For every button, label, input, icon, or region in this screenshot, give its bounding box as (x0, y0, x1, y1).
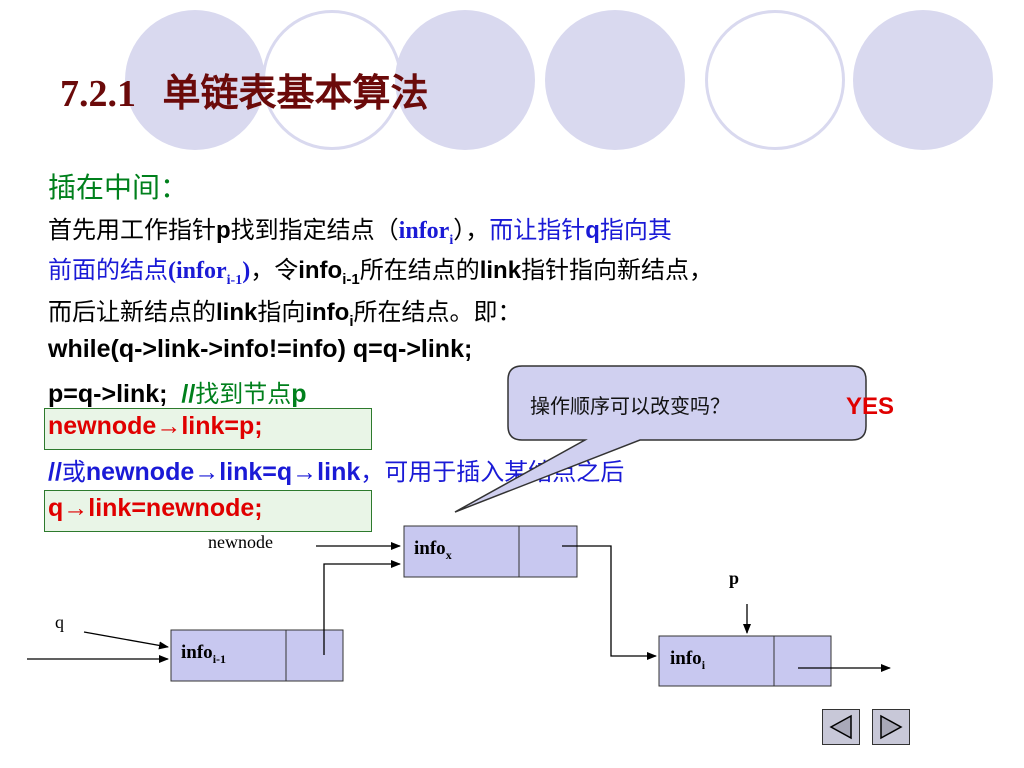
node-prev-info-cell (170, 629, 287, 682)
text-segment: 前面的结点 (48, 256, 168, 284)
prev-to-newnode-arrow (323, 560, 401, 655)
node-prev-link-cell (285, 629, 344, 682)
node-label-text: info (181, 642, 213, 663)
text-segment: 指向 (257, 298, 306, 326)
text-segment: ) (242, 258, 251, 284)
paragraph-line-3: 而后让新结点的link指向infoi所在结点。即： (48, 292, 522, 330)
code-while-line: while(q->link->info!=info) q=q->link; (48, 335, 473, 363)
highlight-box-newnode (44, 408, 372, 450)
page-title: 7.2.1 单链表基本算法 (60, 62, 428, 117)
code-segment: 或 (61, 458, 86, 486)
decor-circle-6 (853, 10, 993, 150)
text-segment: (infor (168, 258, 227, 284)
text-segment: i-1 (226, 272, 243, 288)
node-label-sub: i-1 (212, 651, 227, 666)
node-x-label: infox (414, 538, 452, 563)
node-label-sub: x (445, 547, 452, 562)
paragraph-line-1: 首先用工作指针p找到指定结点（infori），而让指针q指向其 (48, 210, 672, 249)
q-label: q (55, 612, 64, 632)
text-segment: 所在结点。即： (353, 298, 522, 326)
node-i-label: infoi (670, 648, 705, 673)
title-number: 7.2.1 (60, 73, 136, 115)
decor-circle-1 (125, 10, 265, 150)
text-segment: 指向其 (599, 216, 672, 244)
text-segment: i-1 (342, 270, 360, 288)
text-segment: info (298, 257, 343, 284)
code-q-line: q→link=newnode; (48, 494, 263, 522)
node-label-sub: i (701, 657, 706, 672)
node-i-info-cell (658, 635, 775, 687)
text-segment: 而让指针 (489, 216, 586, 244)
code-newnode-line: newnode→link=p; (48, 412, 263, 440)
node-i-link-cell (773, 635, 832, 687)
code-segment: 找到节点 (195, 380, 292, 408)
newnode-label: newnode (208, 532, 273, 552)
triangle-right-icon (880, 714, 903, 740)
text-segment: 所在结点的 (359, 256, 480, 284)
next-slide-button[interactable] (872, 709, 910, 745)
node-prev-label: infoi-1 (181, 642, 226, 667)
previous-slide-button[interactable] (822, 709, 860, 745)
newnode-to-node-i-arrow (562, 545, 657, 660)
text-segment: p (216, 217, 231, 244)
node-label-text: info (414, 538, 446, 559)
callout-answer: YES (846, 393, 895, 420)
decor-circle-3 (395, 10, 535, 150)
text-segment: ，令 (250, 256, 299, 284)
highlight-box-q-link (44, 490, 372, 532)
decor-circle-4 (545, 10, 685, 150)
decor-circle-5 (705, 10, 845, 150)
node-x-link-cell (518, 525, 578, 578)
text-segment: 首先用工作指针 (48, 216, 216, 244)
text-segment: 而后让新结点的 (48, 298, 216, 326)
triangle-left-icon (829, 714, 852, 740)
code-segment: p=q->link; (48, 380, 168, 408)
p-label: p (729, 568, 740, 588)
code-p-line: p=q->link; //找到节点p (48, 374, 307, 409)
text-segment: 指针指向新结点， (521, 256, 714, 284)
text-segment: 找到指定结点（ (230, 216, 399, 244)
node-label-text: info (670, 648, 702, 669)
text-segment: i (449, 232, 454, 248)
code-segment: // (181, 380, 196, 408)
text-segment: link (479, 257, 522, 284)
text-segment: info (305, 299, 350, 326)
code-segment: p (291, 380, 307, 408)
text-segment: q (585, 217, 600, 244)
code-segment: // (48, 458, 62, 486)
text-segment: ）， (453, 216, 490, 244)
text-segment: infor (398, 218, 450, 244)
callout-text: 操作顺序可以改变吗？ (530, 394, 730, 418)
paragraph-line-2: 前面的结点(infori-1)，令infoi-1所在结点的link指针指向新结点… (48, 250, 713, 289)
title-text: 单链表基本算法 (162, 70, 429, 115)
section-heading: 插在中间： (48, 171, 189, 204)
decor-circle-2 (262, 10, 402, 150)
q-pointer-arrow (83, 631, 169, 650)
node-x-info-cell (403, 525, 520, 578)
text-segment: i (349, 312, 354, 330)
text-segment: link (216, 299, 258, 326)
code-segment: newnode→link=q→link (85, 458, 361, 486)
